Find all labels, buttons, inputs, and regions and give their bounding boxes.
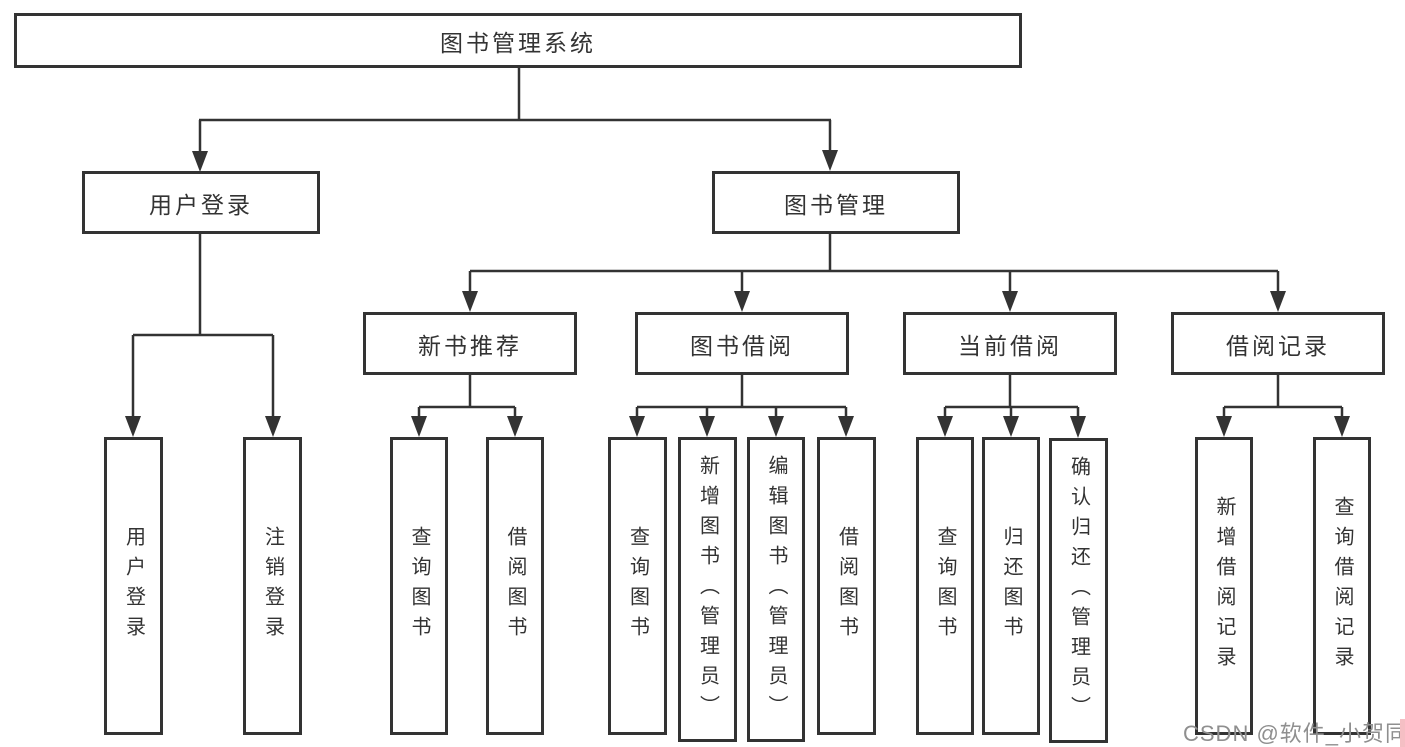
leaf-edit-books-admin: 编辑图书（管理员） bbox=[747, 437, 805, 742]
leaf-confirm-return-admin: 确认归还（管理员） bbox=[1049, 438, 1108, 743]
leaf-query-books-current: 查询图书 bbox=[916, 437, 974, 735]
arrow-heads bbox=[125, 150, 1350, 438]
node-current-borrow: 当前借阅 bbox=[903, 312, 1117, 375]
leaf-label: 查询借阅记录 bbox=[1331, 496, 1353, 676]
leaf-label: 借阅图书 bbox=[835, 526, 858, 646]
node-borrow-records: 借阅记录 bbox=[1171, 312, 1385, 375]
leaf-add-borrow-record: 新增借阅记录 bbox=[1195, 437, 1253, 735]
node-user-login: 用户登录 bbox=[82, 171, 320, 234]
node-library-system: 图书管理系统 bbox=[14, 13, 1022, 68]
tree-edges bbox=[131, 68, 1344, 417]
leaf-label: 查询图书 bbox=[408, 526, 430, 646]
leaf-query-books-borrow: 查询图书 bbox=[608, 437, 667, 735]
leaf-query-borrow-record: 查询借阅记录 bbox=[1313, 437, 1371, 735]
csdn-watermark: CSDN @软件_小贺同学 bbox=[1183, 716, 1405, 747]
watermark-text: CSDN @软件_小贺同 bbox=[1183, 721, 1405, 746]
node-book-management: 图书管理 bbox=[712, 171, 960, 234]
watermark-highlight: 学 bbox=[1400, 719, 1405, 747]
leaf-query-books-recommend: 查询图书 bbox=[390, 437, 448, 735]
leaf-label: 归还图书 bbox=[1000, 526, 1022, 646]
leaf-label: 新增借阅记录 bbox=[1213, 496, 1235, 676]
node-book-borrow: 图书借阅 bbox=[635, 312, 849, 375]
leaf-borrow-books: 借阅图书 bbox=[817, 437, 876, 735]
leaf-label: 编辑图书（管理员） bbox=[765, 454, 787, 725]
leaf-label: 借阅图书 bbox=[504, 526, 526, 646]
leaf-label: 用户登录 bbox=[122, 526, 145, 646]
leaf-label: 确认归还（管理员） bbox=[1067, 455, 1090, 726]
leaf-label: 新增图书（管理员） bbox=[696, 454, 719, 725]
leaf-return-books: 归还图书 bbox=[982, 437, 1040, 735]
leaf-user-login: 用户登录 bbox=[104, 437, 163, 735]
leaf-borrow-books-recommend: 借阅图书 bbox=[486, 437, 544, 735]
leaf-logout: 注销登录 bbox=[243, 437, 302, 735]
leaf-label: 查询图书 bbox=[934, 526, 956, 646]
leaf-label: 注销登录 bbox=[261, 526, 284, 646]
node-new-book-recommend: 新书推荐 bbox=[363, 312, 577, 375]
leaf-label: 查询图书 bbox=[626, 526, 649, 646]
leaf-add-books-admin: 新增图书（管理员） bbox=[678, 437, 737, 742]
